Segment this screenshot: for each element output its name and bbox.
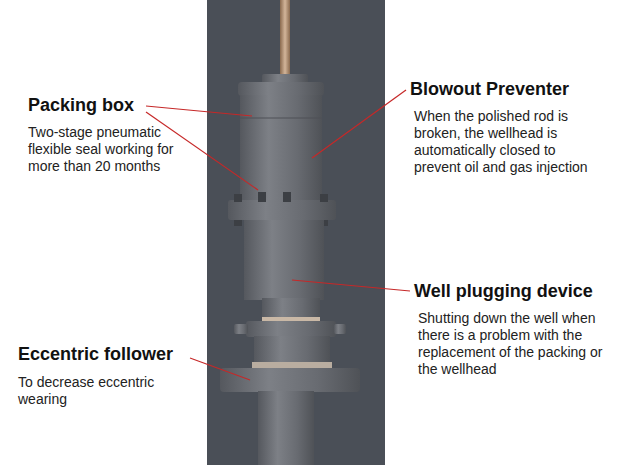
packing-cap (238, 82, 324, 96)
callout-note: Shutting down the well when there is a p… (418, 310, 614, 378)
lower-pipe (258, 391, 314, 465)
callout-heading: Well plugging device (414, 280, 593, 302)
follower-flange (220, 368, 360, 392)
callout-heading: Packing box (28, 94, 134, 116)
callout-note: Two-stage pneumatic flexible seal workin… (28, 124, 200, 175)
flange (228, 200, 336, 220)
ring (262, 317, 320, 321)
packing-body (240, 95, 322, 201)
neck (262, 298, 320, 320)
callout-heading: Blowout Preventer (410, 78, 569, 100)
seam (240, 118, 322, 119)
follower-upper (246, 321, 336, 337)
knob (334, 324, 346, 334)
callout-heading: Eccentric follower (18, 343, 173, 365)
ring (252, 362, 332, 368)
polished-rod (280, 0, 290, 82)
callout-note: When the polished rod is broken, the wel… (414, 108, 594, 176)
plugging-body (244, 220, 324, 300)
leader-lines (146, 90, 410, 380)
knob (234, 324, 248, 334)
callout-note: To decrease eccentric wearing (18, 374, 188, 408)
background-panel (207, 0, 385, 465)
